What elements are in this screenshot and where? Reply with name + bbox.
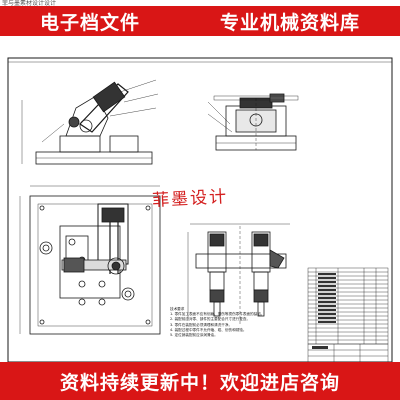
- drawing-frame: [7, 57, 393, 362]
- parts-list: [307, 267, 389, 345]
- notes-title: 技术要求: [170, 307, 185, 311]
- banner-right-text: 专业机械资料库: [219, 11, 360, 34]
- notes-line: 1. 零件加工表面不应有划痕、擦伤等损伤零件表面的缺陷。: [170, 312, 265, 317]
- title-block: [307, 343, 389, 362]
- notes-line: 3. 零件在装配前必须清理和清洗干净。: [170, 322, 233, 327]
- image-caption: 菲与墨素材设计设计: [2, 0, 57, 7]
- section-view: [187, 223, 290, 326]
- notes-line: 5. 定位销装配前应涂润滑油。: [170, 333, 218, 338]
- engineering-drawing: [7, 57, 393, 362]
- front-elevation-view: [21, 79, 159, 165]
- parts-list-filled-cells: [318, 273, 336, 323]
- top-banner: 电子档文件 专业机械资料库: [0, 6, 400, 36]
- plan-view: [19, 185, 161, 335]
- side-elevation-view: [207, 93, 299, 151]
- bottom-banner: 资料持续更新中！欢迎进店咨询: [0, 362, 400, 400]
- notes-line: 4. 装配过程中零件不允许磕、碰、划伤和锈蚀。: [170, 327, 247, 332]
- watermark-text: 菲墨设计: [151, 187, 229, 211]
- technical-notes: 技术要求 1. 零件加工表面不应有划痕、擦伤等损伤零件表面的缺陷。 2. 装配前…: [170, 307, 298, 338]
- footer-text: 资料持续更新中！欢迎进店咨询: [59, 371, 340, 394]
- notes-line: 2. 装配前应对零、部件的主要配合尺寸进行复查。: [170, 317, 251, 322]
- banner-left-text: 电子档文件: [39, 11, 140, 34]
